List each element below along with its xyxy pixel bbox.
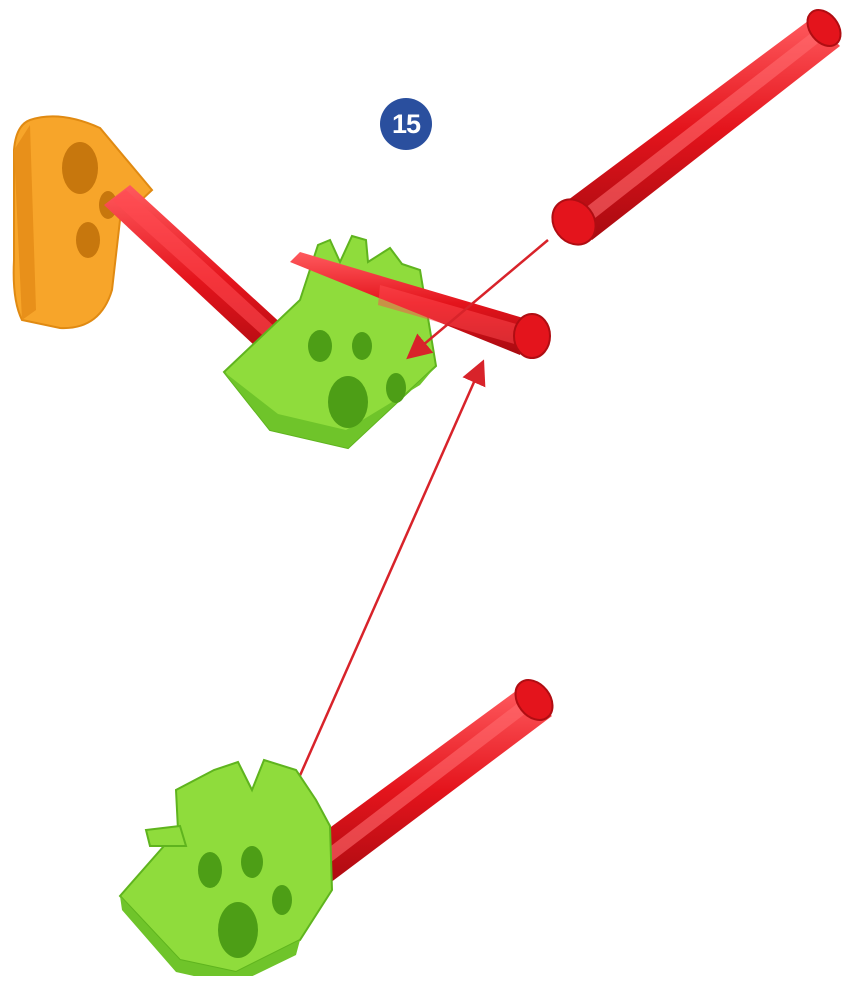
step-number-badge: 15 xyxy=(380,98,432,150)
green-connector-lower xyxy=(120,760,332,976)
red-rod-loose xyxy=(543,4,847,254)
step-number: 15 xyxy=(392,109,420,140)
